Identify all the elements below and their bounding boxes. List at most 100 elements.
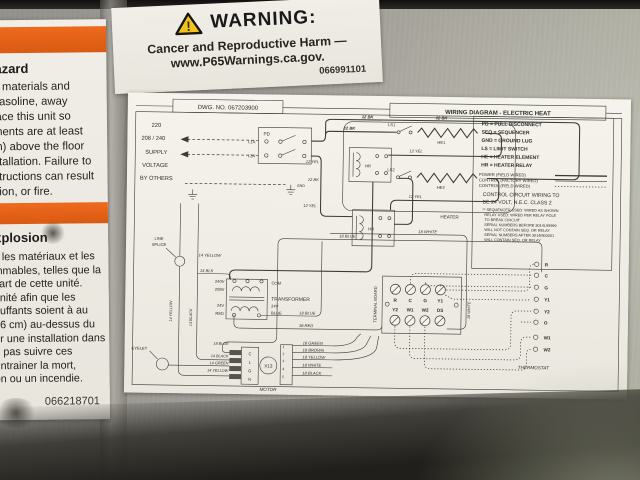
eyelet: EYELET [132,346,169,371]
heater-element-2 [416,172,478,184]
power-wiring: 12 BK 12 BK 12 BK 12 YEL 12 BK 12 YEL [229,114,581,279]
diagram-title: WIRING DIAGRAM - ELECTRIC HEAT [445,110,551,117]
screw-terminals-bottom [389,314,446,327]
wire-label: 14 YELLOW [198,253,222,258]
motor-plug-pin [229,357,242,364]
arrowhead [180,151,189,158]
panel-corner-highlight [410,360,640,480]
svg-text:SPLICE: SPLICE [152,242,167,247]
supply-208-240: 208 / 240 [141,136,165,142]
terminal-board-label: TERMINAL BOARD [372,286,378,322]
svg-text:LS1: LS1 [388,122,396,127]
secondary-24v: 24V [217,303,225,308]
he2-label: HE2 [437,185,446,190]
wire-label: 18 BLUE [299,310,316,315]
svg-text:G: G [423,298,427,303]
supply-220: 220 [152,123,162,129]
tap-240v: 240V [215,279,225,284]
transformer: 240V 208V COM TRANSFORMER 24V RED 24V BL… [215,278,310,320]
control-note: BE 24 VOLT, N.E.C. CLASS 2 [483,199,552,206]
wire-label: 14 BLK [200,268,214,273]
svg-text:N: N [248,377,251,382]
orange-header-bar [0,26,107,54]
svg-text:EYELET: EYELET [132,346,148,351]
motor-plug-pin [229,373,242,380]
heater-box [342,121,516,214]
wire-label: 14 YELLOW [207,369,229,373]
svg-text:3: 3 [282,359,284,363]
dirt-smudge [40,222,66,244]
svg-text:Y2: Y2 [392,307,398,312]
wire-label: 18 BLUE [213,342,229,346]
he1-label: HE1 [437,140,446,145]
wire-label: 12 YEL [303,203,316,208]
svg-text:O: O [544,320,548,325]
line-type-power: POWER (FIELD WIRED) [479,172,526,178]
supply-label: SUPPLY [145,150,167,156]
ground-symbol [286,184,296,195]
svg-text:LINE: LINE [154,236,163,241]
fine-print: RELAY USED: WIRED PER RELAY POLE [484,213,556,218]
tap-208v: 208V [215,287,225,292]
heater-relay-2: HR [351,209,395,247]
wire-label: 12 BK [308,177,319,182]
wire-label: 14 BLACK [189,308,193,326]
wire-label: 18 GREEN [303,340,323,345]
secondary-24v: 24V [271,304,279,309]
wire-label: 18 WHITE [302,362,321,367]
motor: C L G N X13 1 2 3 4 5 18 GREEN 18 BROWN … [207,340,333,392]
svg-text:L: L [249,360,252,365]
svg-text:DS: DS [437,308,443,313]
heater-assembly: HEATER HR HR LS1 [342,121,516,247]
legend-line: PD = PULL DISCONNECT [482,121,542,128]
svg-text:C: C [409,298,413,303]
svg-text:G: G [544,285,548,290]
svg-text:R: R [394,298,398,303]
dwg-number: DWG. NO. 067203900 [198,105,259,112]
legend-line: HR = HEATER RELAY [481,162,533,169]
svg-text:C: C [545,273,549,278]
warning-title: WARNING: [209,6,317,33]
heater-relay-1: HR [348,147,392,183]
svg-text:!: ! [186,19,191,34]
screw-terminals-top [390,283,446,296]
motor-plug-pin [229,349,242,356]
svg-text:W2: W2 [422,308,429,313]
transformer-label: TRANSFORMER [271,297,310,304]
line-type-control-field: CONTROL (FIELD WIRED) [479,183,531,189]
wire-label: 18 RED [299,323,313,328]
hr-label: HR [365,163,371,168]
terminal-board: TERMINAL BOARD R C G Y1 Y2 W1 W2 DS [372,275,462,335]
wire-label: 12 BK [362,114,375,119]
l1a-label: L1A [248,139,256,144]
motor-plug-pin [229,365,242,372]
svg-text:R: R [545,262,549,267]
legend-line: SEQ = SEQUENCER [482,130,530,137]
fine-print: TO BREAK CIRCUIT [484,218,520,223]
l2a-label: L2A [248,153,256,158]
wire-label: 14 BLACK [211,354,229,358]
fine-print: ** SEQUENCER USED: WIRED AS SHOWN [482,208,558,213]
limit-switch-1: LS1 [388,122,413,135]
supply-label: BY OTHERS [140,176,173,182]
wire-label: 18 WHITE [418,229,437,234]
legend-line: GND = GROUND LUG [481,138,532,145]
svg-text:W2: W2 [544,347,551,352]
control-wiring: 18 WHITE 18 WHITE 18 BLUE 18 BLUE 18 RED… [168,203,543,377]
wiring-diagram-label: DWG. NO. 067203900 WIRING DIAGRAM - ELEC… [123,92,632,400]
tap-com: COM [271,281,281,286]
left-safety-label: azard e materials and gasoline, away lac… [0,19,111,421]
prop65-warning-label: ! WARNING: Cancer and Reproductive Harm … [111,0,383,95]
svg-text:G: G [248,368,251,373]
diagram-header: DWG. NO. 067203900 WIRING DIAGRAM - ELEC… [135,98,622,121]
svg-text:Y1: Y1 [544,297,550,302]
heater-element-1 [417,127,478,139]
wire-label: 18 BROWN [303,347,324,352]
wire-label: 12 YEL [409,148,422,153]
line-splice: LINE SPLICE [152,236,186,267]
wire-label: 18 BLACK [302,370,321,375]
diagram-border [131,111,623,392]
french-warning-text: s les matériaux et les mmables, telles q… [0,250,106,386]
wire-label: 18 YELLOW [302,354,326,359]
